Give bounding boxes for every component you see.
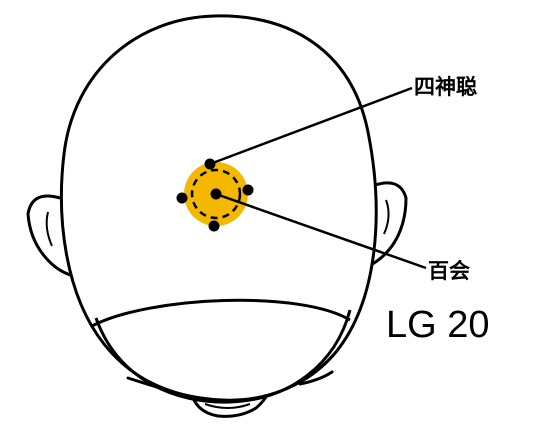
face-upper-curve — [91, 298, 351, 328]
chin-inner-line — [204, 403, 251, 409]
point-bottom — [208, 220, 220, 232]
label-upper-point: 四神聪 — [414, 75, 477, 99]
label-lower-point: 百会 — [428, 259, 470, 283]
face-lower-curve — [94, 309, 352, 404]
point-top — [204, 158, 216, 170]
acupoint-dashed-ring — [190, 168, 242, 220]
point-code-label: LG 20 — [386, 304, 490, 346]
point-center — [210, 188, 222, 200]
leader-line-upper — [209, 86, 413, 166]
leader-line-lower — [215, 192, 427, 270]
point-left — [176, 192, 188, 204]
point-right — [242, 184, 254, 196]
acupoint-markers — [176, 158, 254, 232]
